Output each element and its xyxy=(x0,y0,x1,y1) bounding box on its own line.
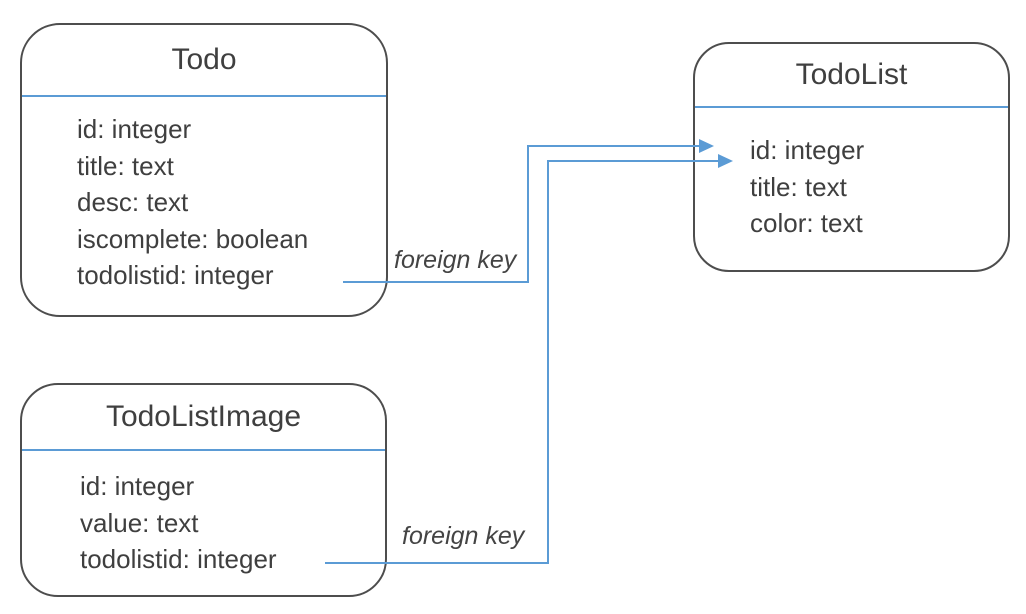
field-row: desc: text xyxy=(77,187,189,217)
field-row: title: text xyxy=(750,171,847,202)
field-row: iscomplete: boolean xyxy=(77,223,309,254)
field-row: title: text xyxy=(77,150,174,181)
relation-label-foreign-key: foreign key xyxy=(402,522,525,550)
field-row: id: integer xyxy=(80,471,195,501)
entity-title: TodoList xyxy=(695,44,1008,108)
field-row: todolistid: integer xyxy=(80,544,277,574)
entity-title: Todo xyxy=(22,25,386,97)
field-row: id: integer xyxy=(750,135,865,165)
relation-label-foreign-key: foreign key xyxy=(394,246,517,274)
entity-field-list: id: integer value: text todolistid: inte… xyxy=(22,451,385,578)
entity-box-todolist: TodoList id: integer title: text color: … xyxy=(693,42,1010,272)
field-row: value: text xyxy=(80,507,199,538)
entity-box-todolistimage: TodoListImage id: integer value: text to… xyxy=(20,383,387,597)
field-row: todolistid: integer xyxy=(77,260,274,290)
field-row: color: text xyxy=(750,208,863,238)
entity-box-todo: Todo id: integer title: text desc: text … xyxy=(20,23,388,317)
entity-field-list: id: integer title: text color: text xyxy=(695,108,1008,242)
entity-field-list: id: integer title: text desc: text iscom… xyxy=(22,97,386,294)
entity-title: TodoListImage xyxy=(22,385,385,451)
field-row: id: integer xyxy=(77,114,192,144)
